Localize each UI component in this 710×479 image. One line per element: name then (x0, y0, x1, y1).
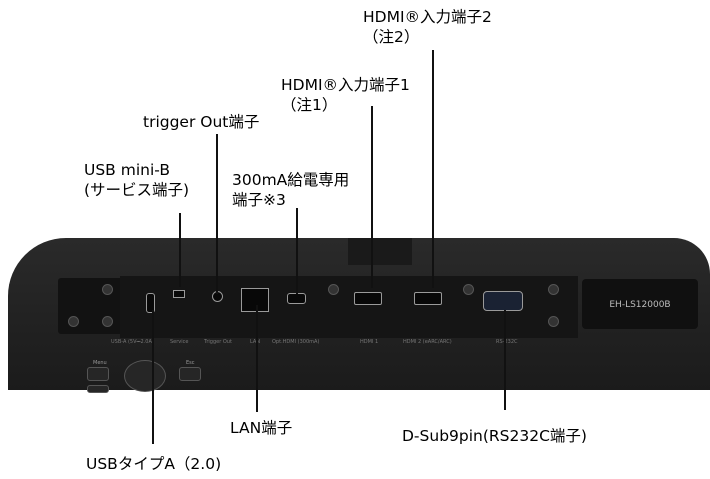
port-label: Trigger Out (204, 339, 232, 345)
dsub9-port-icon (483, 291, 523, 311)
callout-line (179, 213, 181, 287)
usb-mini-b-port-icon (173, 290, 185, 298)
callout-trigger: trigger Out端子 (143, 113, 260, 131)
screw-icon (102, 316, 113, 327)
callout-hdmi1-line2: （注1） (281, 96, 338, 114)
screw-icon (102, 284, 113, 295)
projector-top-notch (348, 238, 412, 265)
callout-usb-a: USBタイプA（2.0) (86, 455, 222, 473)
callout-line (216, 134, 218, 294)
callout-usb-300ma-line2: 端子※3 (232, 191, 286, 209)
screw-icon (463, 284, 474, 295)
source-button (87, 385, 109, 393)
screw-icon (548, 284, 559, 295)
callout-line (432, 50, 434, 288)
callout-line (256, 305, 258, 412)
callout-hdmi1-line1: HDMI®入力端子1 (281, 76, 410, 94)
menu-button (87, 367, 109, 381)
port-label: LAN (250, 339, 260, 345)
callout-usb-300ma-line1: 300mA給電専用 (232, 171, 350, 189)
port-label: HDMI 1 (360, 339, 379, 345)
projector-rear-panel: USB-A (5V⎓2.0A) Service Trigger Out LAN … (8, 238, 710, 393)
lan-port-icon (241, 288, 269, 312)
port-label: Opt.HDMI (300mA) (272, 339, 320, 345)
port-label: Service (170, 339, 189, 345)
direction-pad-icon (124, 360, 166, 392)
callout-hdmi2: HDMI®入力端子2 （注2） (363, 7, 492, 47)
callout-line (152, 310, 154, 444)
screw-icon (548, 316, 559, 327)
callout-line (296, 208, 298, 294)
esc-button (179, 367, 201, 381)
callout-hdmi2-line2: （注2） (363, 28, 420, 46)
callout-usb-300ma: 300mA給電専用 端子※3 (232, 170, 349, 210)
menu-button-label: Menu (93, 360, 107, 366)
esc-button-label: Esc (186, 360, 195, 366)
port-label: USB-A (5V⎓2.0A) (111, 339, 154, 345)
callout-lan: LAN端子 (230, 419, 293, 437)
callout-usb-mini: USB mini-B (サービス端子) (84, 160, 189, 200)
port-label: HDMI 2 (eARC/ARC) (403, 339, 452, 345)
callout-line (371, 106, 373, 288)
callout-dsub: D-Sub9pin(RS232C端子) (402, 427, 587, 445)
callout-usb-mini-line2: (サービス端子) (84, 181, 190, 199)
model-plate: EH-LS12000B (582, 279, 698, 329)
port-label: RS-232C (496, 339, 518, 345)
hdmi2-port-icon (414, 292, 442, 305)
screw-icon (68, 316, 79, 327)
screw-icon (328, 284, 339, 295)
usb-a-port-icon (146, 293, 155, 313)
model-name: EH-LS12000B (609, 300, 671, 310)
callout-usb-mini-line1: USB mini-B (84, 161, 170, 179)
hdmi1-port-icon (354, 292, 382, 305)
callout-hdmi2-line1: HDMI®入力端子2 (363, 8, 492, 26)
callout-hdmi1: HDMI®入力端子1 （注1） (281, 75, 410, 115)
callout-line (504, 310, 506, 410)
usb-300ma-port-icon (287, 293, 306, 304)
